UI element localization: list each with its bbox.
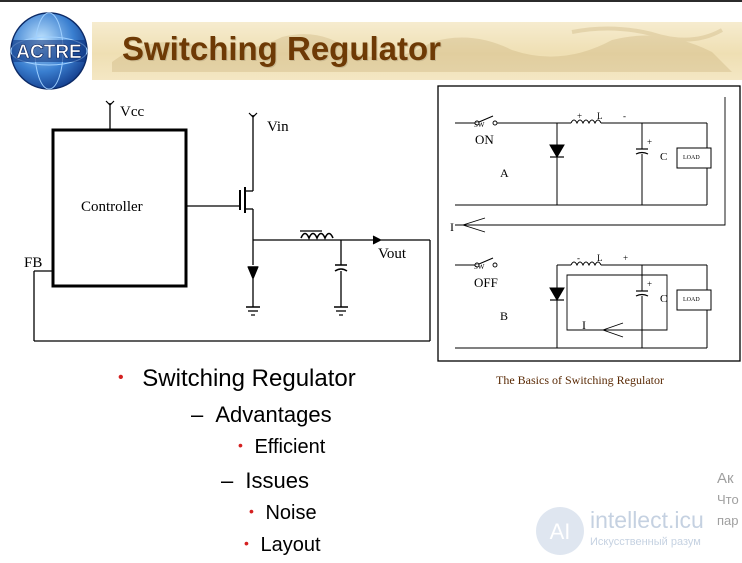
watermark-logo-icon: AI — [536, 507, 584, 555]
inductor-label-top: L — [597, 111, 603, 121]
bullet-layout: • Layout — [244, 534, 321, 557]
controller-label: Controller — [81, 199, 143, 215]
svg-text:+: + — [647, 279, 652, 289]
bullet-icon: • — [238, 437, 243, 453]
edge-text-2: Что — [717, 492, 739, 507]
svg-text:+: + — [623, 253, 628, 263]
state-on-label: ON — [475, 132, 494, 147]
actre-logo: ACTRE — [10, 12, 88, 90]
svg-text:AI: AI — [550, 519, 571, 544]
svg-text:+: + — [647, 137, 652, 147]
state-off-label: OFF — [474, 275, 498, 290]
svg-text:-: - — [577, 253, 580, 263]
regulator-circuit-diagram — [33, 100, 431, 342]
edge-text-3: пар — [717, 513, 739, 528]
capacitor-label-bottom: C — [660, 293, 668, 305]
svg-text:+: + — [577, 111, 582, 121]
bullet-text: Advantages — [215, 402, 332, 427]
world-map-background — [112, 26, 732, 72]
fb-label: FB — [24, 255, 43, 271]
bullet-switching-regulator: • Switching Regulator — [118, 365, 356, 393]
inductor-label-bottom: L — [597, 253, 603, 263]
bullet-issues: – Issues — [221, 468, 309, 494]
bullet-text: Noise — [265, 502, 317, 524]
switch-label-top: SW — [474, 121, 485, 129]
dash-icon: – — [221, 468, 234, 493]
bullet-text: Issues — [245, 468, 309, 493]
switching-basics-figure: + - + - + + — [437, 85, 741, 362]
edge-text-1: Ак — [717, 470, 734, 487]
watermark-text: intellect.icu — [590, 507, 704, 533]
controller-block — [51, 128, 188, 288]
bullet-advantages: – Advantages — [191, 402, 332, 428]
bullet-text: Layout — [260, 534, 321, 556]
vcc-label: Vcc — [120, 104, 145, 120]
bullet-icon: • — [249, 503, 254, 519]
switch-label-bottom: SW — [474, 263, 485, 271]
vout-label: Vout — [378, 246, 407, 262]
load-label-bottom: LOAD — [683, 297, 700, 303]
top-border — [0, 0, 742, 2]
vin-label: Vin — [267, 119, 289, 135]
figure-caption: The Basics of Switching Regulator — [496, 373, 664, 387]
load-label-top: LOAD — [683, 155, 700, 161]
logo-text: ACTRE — [16, 42, 81, 63]
label-a: A — [500, 166, 509, 180]
current-label-bottom: I — [582, 318, 586, 332]
title-banner — [92, 22, 742, 80]
page-title: Switching Regulator — [122, 30, 442, 67]
bullet-noise: • Noise — [249, 502, 317, 525]
bullet-icon: • — [118, 369, 124, 386]
bullet-text: Switching Regulator — [142, 365, 356, 392]
dash-icon: – — [191, 402, 204, 427]
bullet-icon: • — [244, 535, 249, 551]
label-b: B — [500, 309, 509, 323]
bullet-efficient: • Efficient — [238, 436, 325, 459]
bullet-text: Efficient — [254, 436, 326, 458]
capacitor-label-top: C — [660, 151, 668, 163]
watermark-subtitle: Искусственный разум — [590, 536, 701, 548]
current-label-top: I — [450, 220, 454, 234]
svg-text:-: - — [623, 111, 626, 121]
